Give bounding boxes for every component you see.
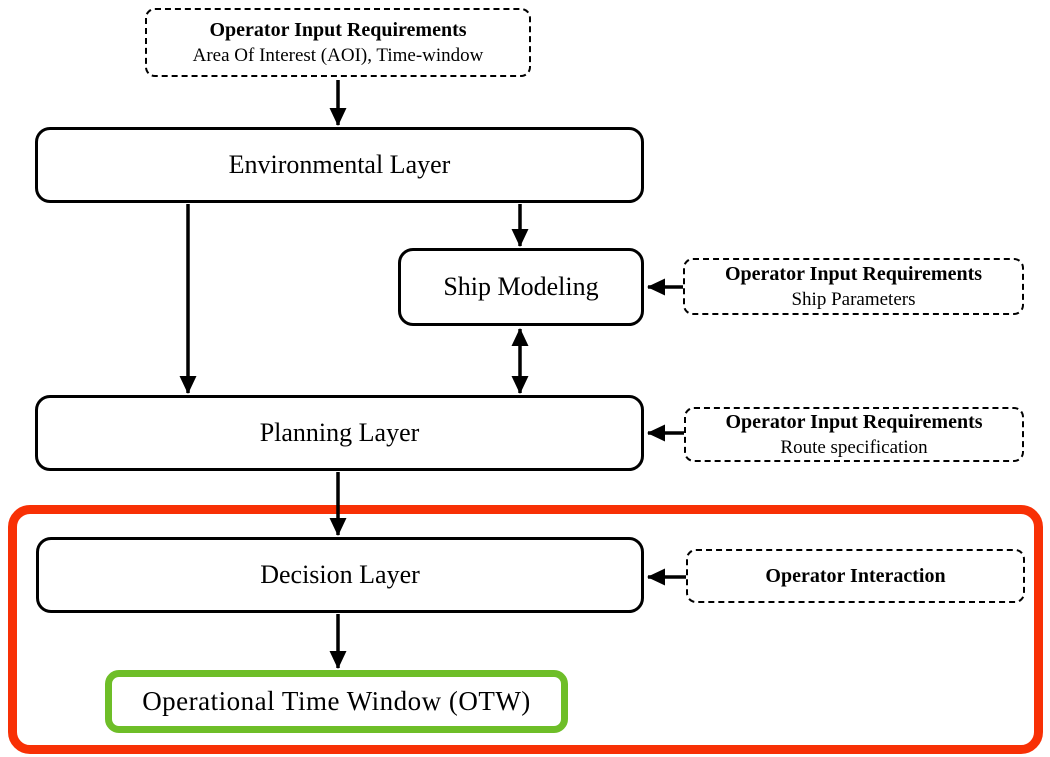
operator-input-ship-subtitle: Ship Parameters <box>791 289 916 311</box>
decision-layer-label: Decision Layer <box>260 560 420 589</box>
operator-input-route-subtitle: Route specification <box>780 437 928 459</box>
red-highlight-frame <box>8 505 1043 754</box>
environmental-layer-box: Environmental Layer <box>35 127 644 203</box>
environmental-layer-label: Environmental Layer <box>228 150 451 179</box>
ship-modeling-box: Ship Modeling <box>398 248 644 326</box>
planning-layer-box: Planning Layer <box>35 395 644 471</box>
operator-input-route-box: Operator Input Requirements Route specif… <box>684 407 1024 462</box>
operator-interaction-label: Operator Interaction <box>765 564 946 587</box>
decision-layer-box: Decision Layer <box>36 537 644 613</box>
operator-input-ship-box: Operator Input Requirements Ship Paramet… <box>683 258 1024 315</box>
operator-input-ship-title: Operator Input Requirements <box>724 262 983 285</box>
otw-label: Operational Time Window (OTW) <box>142 686 531 716</box>
operator-input-aoi-title: Operator Input Requirements <box>209 18 467 41</box>
operator-input-route-title: Operator Input Requirements <box>725 410 983 433</box>
planning-layer-label: Planning Layer <box>259 418 420 447</box>
ship-modeling-label: Ship Modeling <box>443 272 599 301</box>
operator-interaction-box: Operator Interaction <box>686 549 1025 603</box>
operator-input-aoi-subtitle: Area Of Interest (AOI), Time-window <box>192 45 484 67</box>
operator-input-aoi-box: Operator Input Requirements Area Of Inte… <box>145 8 531 77</box>
otw-box: Operational Time Window (OTW) <box>105 670 568 733</box>
